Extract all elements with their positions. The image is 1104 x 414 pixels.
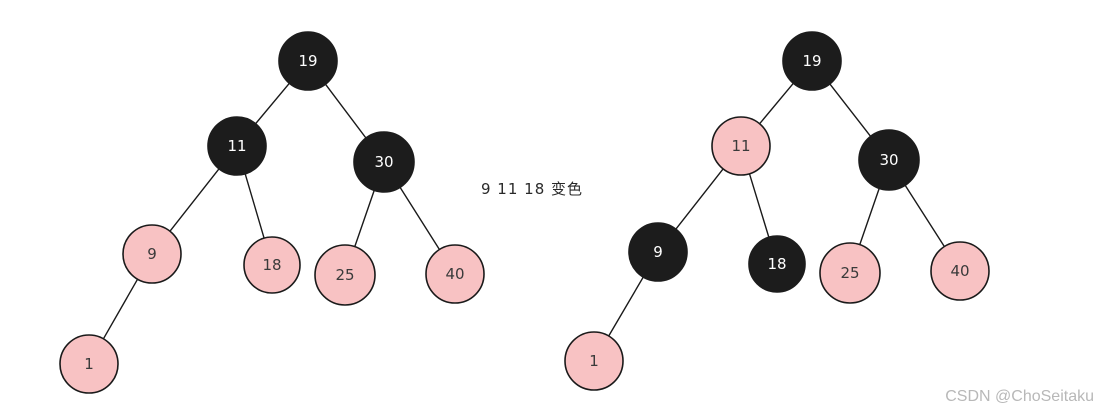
node-9: 9: [122, 224, 182, 284]
tree-after: 19 11 30 9 18 25 40 1: [564, 31, 990, 391]
node-circle-1: [59, 334, 119, 394]
node-label-40: 40: [445, 265, 464, 283]
edge-30-40: [903, 182, 947, 249]
node-circle-30: [858, 129, 920, 191]
node-circle-30: [353, 131, 415, 193]
node-19: 19: [278, 31, 338, 91]
edge-19-11: [757, 81, 796, 126]
node-circle-40: [425, 244, 485, 304]
node-circle-19: [278, 31, 338, 91]
watermark: CSDN @ChoSeitaku: [945, 388, 1094, 405]
edge-11-9: [167, 166, 222, 234]
node-label-1: 1: [589, 352, 599, 370]
node-label-30: 30: [374, 153, 393, 171]
node-label-9: 9: [653, 243, 663, 261]
node-label-11: 11: [731, 137, 750, 155]
node-30: 30: [353, 131, 415, 193]
node-label-18: 18: [262, 256, 281, 274]
node-label-30: 30: [879, 151, 898, 169]
node-9: 9: [628, 222, 688, 282]
node-circle-11: [711, 116, 771, 176]
edge-19-30: [323, 81, 368, 141]
node-1: 1: [59, 334, 119, 394]
node-label-40: 40: [950, 262, 969, 280]
node-11: 11: [207, 116, 267, 176]
node-circle-25: [314, 244, 376, 306]
edge-11-18: [748, 171, 771, 240]
node-circle-11: [207, 116, 267, 176]
node-circle-9: [628, 222, 688, 282]
node-25: 25: [314, 244, 376, 306]
node-circle-40: [930, 241, 990, 301]
edge-11-18: [243, 171, 266, 241]
node-label-19: 19: [298, 52, 317, 70]
node-label-19: 19: [802, 52, 821, 70]
node-circle-25: [819, 242, 881, 304]
node-label-1: 1: [84, 355, 94, 373]
node-1: 1: [564, 331, 624, 391]
edge-30-40: [398, 184, 442, 252]
node-40: 40: [425, 244, 485, 304]
node-circle-9: [122, 224, 182, 284]
node-label-18: 18: [767, 255, 786, 273]
node-30: 30: [858, 129, 920, 191]
node-label-11: 11: [227, 137, 246, 155]
recolor-caption: 9 11 18 变色: [481, 180, 584, 198]
node-circle-18: [243, 236, 301, 294]
edge-30-25: [353, 187, 376, 250]
node-circle-19: [782, 31, 842, 91]
tree-before: 19 11 30 9 18 25 40 1: [59, 31, 485, 394]
node-18: 18: [748, 235, 806, 293]
node-19: 19: [782, 31, 842, 91]
node-label-9: 9: [147, 245, 157, 263]
node-11: 11: [711, 116, 771, 176]
edge-9-1: [606, 274, 646, 339]
edge-19-11: [253, 81, 292, 126]
node-40: 40: [930, 241, 990, 301]
node-18: 18: [243, 236, 301, 294]
edge-30-25: [858, 185, 881, 248]
node-label-25: 25: [840, 264, 859, 282]
node-circle-1: [564, 331, 624, 391]
node-circle-18: [748, 235, 806, 293]
edge-11-9: [673, 166, 726, 232]
node-label-25: 25: [335, 266, 354, 284]
node-25: 25: [819, 242, 881, 304]
edge-9-1: [101, 276, 140, 342]
edge-19-30: [827, 81, 873, 139]
